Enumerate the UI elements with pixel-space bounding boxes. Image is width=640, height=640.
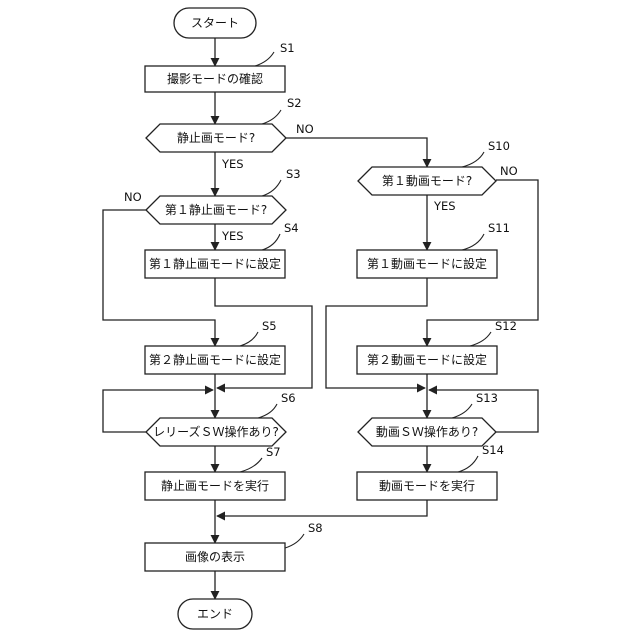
step-s1: S1 bbox=[280, 41, 295, 55]
branch-s2-yes: YES bbox=[221, 157, 244, 171]
leader-s12 bbox=[470, 332, 491, 346]
step-s11: S11 bbox=[488, 221, 510, 235]
leader-s4 bbox=[262, 234, 280, 250]
branch-s10-yes: YES bbox=[433, 199, 456, 213]
node-s3: 第１静止画モード? bbox=[146, 196, 286, 224]
node-s11: 第１動画モードに設定 bbox=[357, 250, 497, 278]
leader-s14 bbox=[458, 456, 478, 472]
branch-s2-no: NO bbox=[296, 122, 314, 136]
node-s5: 第２静止画モードに設定 bbox=[145, 346, 285, 374]
leader-s1 bbox=[255, 52, 274, 66]
step-s5: S5 bbox=[262, 319, 277, 333]
edge-s2-s10 bbox=[286, 138, 427, 167]
node-end-label: エンド bbox=[197, 607, 233, 621]
branch-s3-no: NO bbox=[124, 190, 142, 204]
node-s14-label: 動画モードを実行 bbox=[379, 478, 475, 493]
leader-s7 bbox=[240, 458, 262, 472]
node-s10-label: 第１動画モード? bbox=[382, 174, 472, 188]
step-s10: S10 bbox=[488, 139, 510, 153]
step-s13: S13 bbox=[476, 391, 498, 405]
node-s14: 動画モードを実行 bbox=[357, 472, 497, 500]
node-s5-label: 第２静止画モードに設定 bbox=[149, 352, 281, 367]
node-s8-label: 画像の表示 bbox=[185, 550, 245, 564]
node-s7-label: 静止画モードを実行 bbox=[161, 478, 269, 493]
leader-s3 bbox=[262, 180, 281, 196]
leader-s10 bbox=[462, 152, 484, 167]
node-s2: 静止画モード? bbox=[146, 124, 286, 152]
node-s11-label: 第１動画モードに設定 bbox=[367, 256, 487, 271]
node-s13-label: 動画ＳＷ操作あり? bbox=[376, 424, 478, 439]
leader-s11 bbox=[462, 234, 484, 250]
node-s12: 第２動画モードに設定 bbox=[357, 346, 497, 374]
branch-s10-no: NO bbox=[500, 164, 518, 178]
node-s3-label: 第１静止画モード? bbox=[165, 203, 267, 217]
node-start-label: スタート bbox=[191, 16, 239, 30]
step-s2: S2 bbox=[287, 96, 302, 110]
node-s8: 画像の表示 bbox=[145, 543, 285, 571]
leader-s8 bbox=[285, 534, 304, 548]
node-s6: レリーズＳＷ操作あり? bbox=[146, 418, 286, 446]
node-s1: 撮影モードの確認 bbox=[145, 66, 285, 92]
step-s6: S6 bbox=[281, 391, 296, 405]
leader-s2 bbox=[262, 110, 281, 124]
leader-s5 bbox=[240, 332, 258, 346]
leader-s13 bbox=[452, 404, 472, 418]
node-s1-label: 撮影モードの確認 bbox=[167, 71, 263, 86]
node-s12-label: 第２動画モードに設定 bbox=[367, 352, 487, 367]
step-s3: S3 bbox=[286, 167, 301, 181]
node-start: スタート bbox=[174, 8, 256, 38]
node-s13: 動画ＳＷ操作あり? bbox=[358, 418, 496, 446]
node-s10: 第１動画モード? bbox=[358, 167, 496, 195]
step-s4: S4 bbox=[284, 221, 299, 235]
edge-s14-merge bbox=[217, 500, 427, 516]
node-s4-label: 第１静止画モードに設定 bbox=[149, 256, 281, 271]
node-s2-label: 静止画モード? bbox=[177, 131, 255, 145]
branch-s3-yes: YES bbox=[221, 229, 244, 243]
node-s6-label: レリーズＳＷ操作あり? bbox=[153, 424, 279, 439]
step-s8: S8 bbox=[308, 521, 323, 535]
node-s4: 第１静止画モードに設定 bbox=[145, 250, 285, 278]
leader-s6 bbox=[258, 404, 277, 418]
step-s12: S12 bbox=[495, 319, 517, 333]
step-s14: S14 bbox=[482, 443, 504, 457]
node-end: エンド bbox=[178, 599, 252, 629]
edges bbox=[103, 38, 538, 599]
step-s7: S7 bbox=[266, 445, 281, 459]
node-s7: 静止画モードを実行 bbox=[145, 472, 285, 500]
